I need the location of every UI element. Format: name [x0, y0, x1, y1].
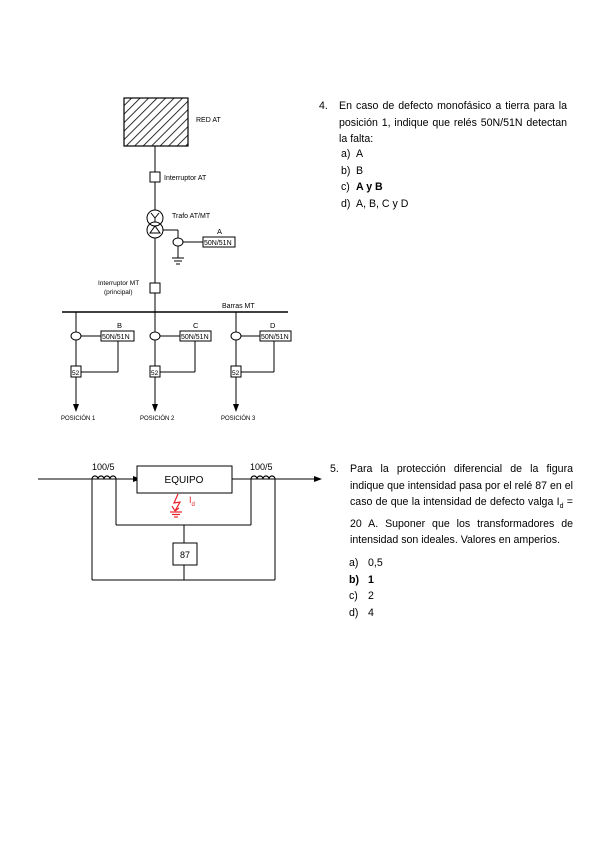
relay-d-label: D — [270, 321, 276, 330]
transformer-symbol — [146, 209, 164, 239]
fault-symbol — [170, 493, 182, 518]
interruptor-mt-label: Interruptor MT — [98, 280, 139, 287]
relay-a-code: 50N/51N — [204, 240, 232, 247]
feeder-position-3 — [230, 312, 292, 412]
question-text: Para la protección diferencial de la fig… — [350, 463, 573, 547]
relay-d-code: 50N/51N — [261, 334, 289, 341]
feeder-position-1 — [70, 312, 135, 412]
relay-c-label: C — [193, 321, 199, 330]
option-b: b)B — [341, 164, 364, 177]
equipo-label: EQUIPO — [165, 475, 204, 486]
option-d: d)A, B, C y D — [341, 197, 409, 210]
option-c: c)2 — [349, 590, 374, 602]
red-at-label: RED AT — [196, 117, 221, 124]
ct-right-ratio: 100/5 — [250, 462, 273, 472]
ct-left-coil — [91, 475, 117, 480]
breaker-52-pos1: 52 — [72, 370, 80, 377]
interruptor-at-breaker — [149, 171, 161, 183]
fault-current-label: Id — [189, 495, 195, 508]
neutral-ct-a — [172, 237, 184, 247]
interruptor-mt-breaker — [149, 282, 161, 294]
relay-c-code: 50N/51N — [181, 334, 209, 341]
question-text: En caso de defecto monofásico a tierra p… — [339, 100, 567, 145]
relay-87-box — [172, 542, 198, 566]
single-line-diagram: RED AT Interruptor AT Trafo AT/MT A 50N/… — [61, 97, 292, 422]
posicion-3-label: POSICIÓN 3 — [221, 415, 256, 422]
question-5: 5. Para la protección diferencial de la … — [330, 461, 575, 621]
option-a: a)0,5 — [349, 557, 383, 569]
answer-options: a)0,5 b)1 c)2 d)4 — [349, 555, 383, 621]
interruptor-mt-sublabel: (principal) — [104, 289, 133, 296]
answer-options: a)A b)B c)A y B d)A, B, C y D — [341, 146, 408, 212]
ct-left-ratio: 100/5 — [92, 462, 115, 472]
red-at-network-block — [123, 97, 189, 147]
question-number: 5. — [330, 463, 339, 475]
breaker-52-pos2: 52 — [151, 370, 159, 377]
posicion-2-label: POSICIÓN 2 — [140, 415, 175, 422]
equipo-box — [136, 465, 233, 494]
trafo-label: Trafo AT/MT — [172, 213, 211, 220]
feeder-position-2 — [149, 312, 212, 412]
posicion-1-label: POSICIÓN 1 — [61, 415, 96, 422]
relay-b-label: B — [117, 321, 122, 330]
relay-a-box — [202, 236, 236, 248]
question-4: 4. En caso de defecto monofásico a tierr… — [319, 98, 569, 210]
differential-protection-diagram: 100/5 100/5 EQUIPO 87 Id — [38, 462, 322, 581]
question-number: 4. — [319, 100, 328, 112]
barras-mt-label: Barras MT — [222, 303, 255, 310]
relay-a-label: A — [217, 227, 222, 236]
relay-87-label: 87 — [180, 550, 190, 560]
interruptor-at-label: Interruptor AT — [164, 175, 207, 182]
breaker-52-pos3: 52 — [232, 370, 240, 377]
ct-right-coil — [250, 475, 276, 480]
option-d: d)4 — [349, 606, 374, 619]
relay-b-code: 50N/51N — [102, 334, 130, 341]
option-c-correct: c)A y B — [341, 181, 383, 193]
option-a: a)A — [341, 148, 364, 160]
option-b-correct: b)1 — [349, 573, 374, 586]
